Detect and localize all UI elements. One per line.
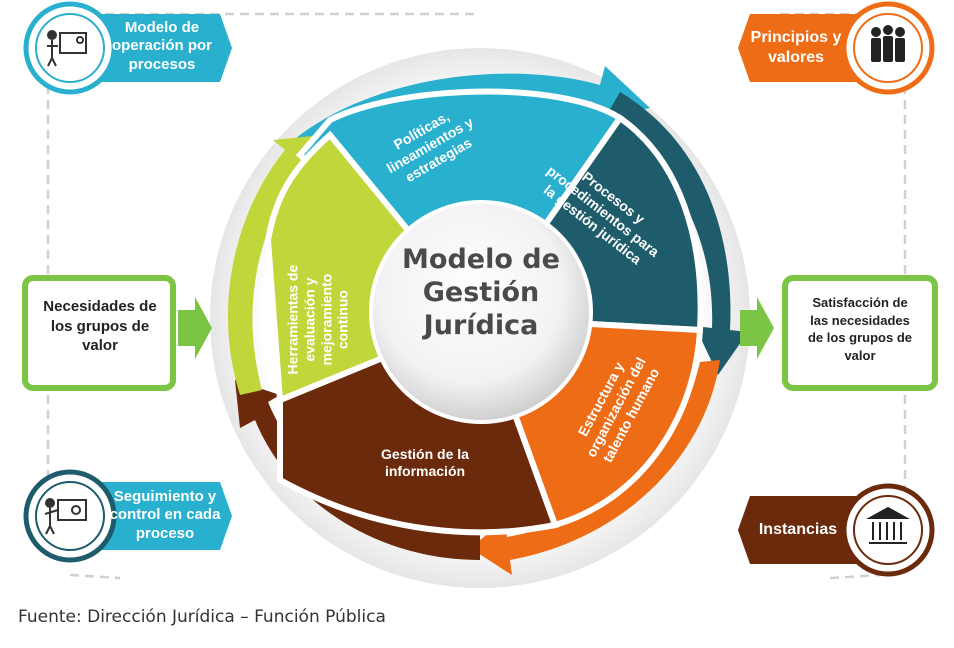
center-circle	[369, 200, 593, 424]
instancias-label: Instancias	[748, 520, 848, 540]
seguimiento-line3: proceso	[135, 524, 195, 542]
principios-line2: valores	[767, 48, 825, 66]
herramientas-line1: Herramientas de	[284, 264, 301, 375]
corner-instancias	[738, 483, 935, 577]
seguimiento-label: Seguimiento y control en cada proceso	[98, 488, 232, 543]
satisfaccion-line4: valor	[844, 347, 876, 363]
modelo-operacion-label: Modelo de operación por procesos	[102, 19, 222, 74]
side-satisfaccion	[740, 275, 938, 391]
modelo-operacion-line1: Modelo de	[124, 19, 200, 36]
presentation-chart-icon	[44, 498, 87, 535]
herramientas-line2: evaluación y	[301, 277, 318, 362]
herramientas-line3: mejoramiento	[318, 273, 334, 366]
herramientas-line4: continuo	[334, 290, 351, 350]
modelo-operacion-line3: procesos	[128, 55, 196, 73]
satisfaccion-line1: Satisfacción de	[812, 295, 908, 310]
model-diagram: Modelo de operación por procesos Princip…	[22, 1, 938, 588]
center-title: Modelo de Gestión Jurídica	[386, 244, 576, 343]
seguimiento-line1: Seguimiento y	[113, 488, 217, 505]
gestion-line2: información	[384, 462, 466, 479]
necesidades-line1: Necesidades de	[43, 298, 157, 315]
herramientas-label: Herramientas de evaluación y mejoramient…	[284, 250, 351, 390]
people-group-icon	[871, 25, 905, 62]
gestion-line1: Gestión de la	[381, 446, 469, 462]
necesidades-label: Necesidades de los grupos de valor	[32, 297, 168, 356]
seguimiento-line2: control en cada	[109, 506, 221, 524]
principios-line1: Principios y	[750, 29, 842, 46]
gestion-label: Gestión de la información	[360, 446, 490, 480]
corner-principios	[738, 1, 935, 95]
center-title-line1: Modelo de	[402, 244, 560, 275]
instancias-text: Instancias	[758, 521, 838, 538]
outer-arrow-ring	[227, 66, 748, 575]
satisfaccion-label: Satisfacción de las necesidades de los g…	[792, 294, 928, 364]
presentation-gear-icon	[47, 30, 87, 67]
satisfaccion-line2: las necesidades	[810, 312, 910, 328]
center-title-line2: Gestión	[422, 276, 540, 308]
side-necesidades	[22, 275, 212, 391]
center-title-line3: Jurídica	[423, 309, 539, 341]
satisfaccion-line3: de los grupos de	[807, 330, 912, 346]
source-caption: Fuente: Dirección Jurídica – Función Púb…	[18, 607, 386, 627]
corner-modelo-operacion	[23, 1, 232, 95]
bank-building-icon	[866, 506, 910, 544]
necesidades-line3: valor	[82, 337, 118, 354]
principios-label: Principios y valores	[746, 28, 846, 67]
modelo-operacion-line2: operación por	[111, 37, 212, 55]
necesidades-line2: los grupos de	[50, 317, 150, 335]
corner-seguimiento	[23, 469, 232, 563]
